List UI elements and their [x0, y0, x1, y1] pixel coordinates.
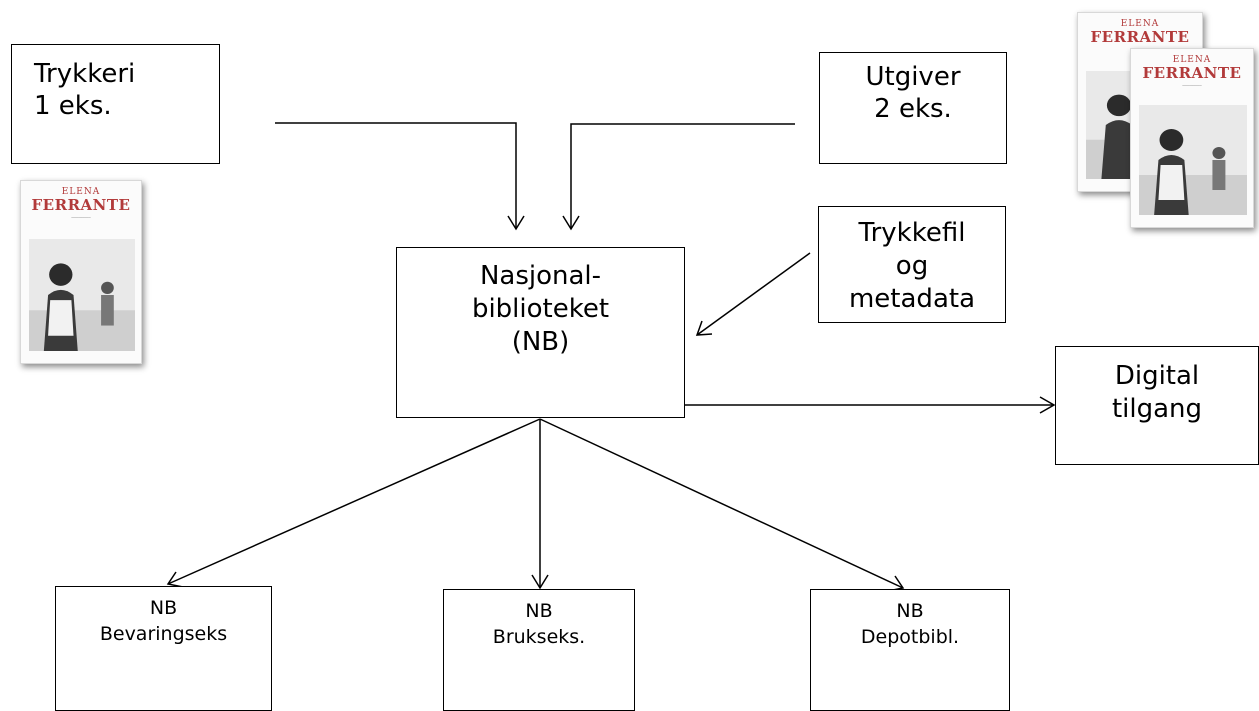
arrowhead-trykkefil-nb [695, 320, 713, 336]
arrowhead-nb-bruks [531, 574, 549, 590]
node-nasjonalbiblioteket: Nasjonal- biblioteket (NB) [396, 247, 685, 418]
arrowhead-nb-digital [1039, 396, 1056, 414]
book-author-first: ELENA [61, 187, 101, 197]
node-nb-bevaringseks: NB Bevaringseks [55, 586, 272, 711]
book-subtitle-mark: ──────── [71, 215, 91, 220]
node-depot-line1: NB [896, 600, 924, 622]
node-bevaring-line1: NB [149, 597, 178, 619]
node-digital-tilgang: Digital tilgang [1055, 346, 1259, 465]
node-nb-depotbibl: NB Depotbibl. [810, 589, 1010, 711]
arrowhead-nb-bevaring [166, 571, 184, 588]
node-nb-line1: Nasjonal- [479, 261, 602, 291]
arrowhead-utgiver-nb [562, 215, 580, 231]
arrowhead-trykkeri-nb [507, 215, 525, 231]
node-nb-brukseks: NB Brukseks. [443, 589, 635, 711]
book-cover-icon: ELENA FERRANTE ──────── [1130, 48, 1254, 228]
node-depot-line2: Depotbibl. [860, 626, 960, 648]
book-author-first: ELENA [1172, 55, 1212, 65]
book-author-last: FERRANTE [31, 196, 131, 214]
book-cover-icon: ELENA FERRANTE ──────── [20, 180, 142, 364]
node-digital-line2: tilgang [1111, 394, 1203, 424]
connector-nb-bevaring [167, 418, 541, 585]
node-trykkeri-label: Trykkeri [34, 59, 136, 89]
book-author-first: ELENA [1120, 19, 1160, 29]
node-bruks-line1: NB [525, 600, 553, 622]
book-subtitle-mark: ──────── [1182, 83, 1202, 88]
node-trykkefil-label: Trykkefil [858, 218, 966, 248]
node-nb-line2: biblioteket [471, 294, 610, 324]
node-trykkeri-count: 1 eks. [34, 91, 112, 121]
book-photo-icon [29, 239, 135, 351]
node-trykkefil-conj: og [895, 251, 929, 281]
node-trykkefil-meta: metadata [848, 284, 975, 314]
node-utgiver-label: Utgiver [865, 62, 961, 92]
connector-utgiver-nb [570, 123, 795, 228]
book-author-last: FERRANTE [1142, 64, 1242, 82]
connector-trykkeri-nb [275, 122, 517, 228]
node-utgiver-count: 2 eks. [874, 94, 952, 124]
node-nb-line3: (NB) [511, 327, 570, 357]
book-author-last: FERRANTE [1090, 28, 1190, 46]
node-utgiver: Utgiver 2 eks. [819, 52, 1007, 164]
node-trykkeri: Trykkeri 1 eks. [11, 44, 220, 164]
node-trykkefil: Trykkefil og metadata [818, 206, 1006, 323]
node-bevaring-line2: Bevaringseks [99, 623, 228, 645]
node-digital-line1: Digital [1114, 361, 1200, 391]
node-bruks-line2: Brukseks. [492, 626, 586, 648]
connector-nb-depot [539, 418, 904, 589]
connector-trykkefil-nb [696, 252, 811, 336]
book-photo-icon [1139, 105, 1247, 215]
